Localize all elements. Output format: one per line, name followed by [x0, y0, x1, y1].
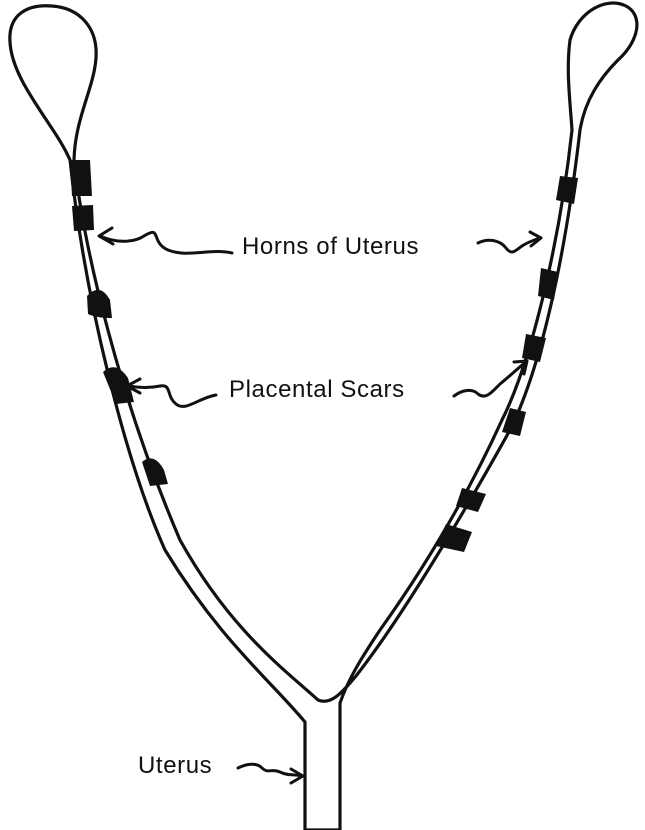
horns-leader-left — [100, 232, 232, 253]
placental-scar — [538, 268, 558, 300]
placental-scar — [556, 176, 578, 204]
horns-of-uterus-label: Horns of Uterus — [242, 233, 419, 261]
placental-scar — [87, 290, 112, 318]
placental-scar — [522, 334, 546, 362]
uterus-outline — [10, 3, 637, 830]
placental-scars-label: Placental Scars — [229, 376, 405, 404]
placental-scar — [72, 205, 94, 231]
scars-leader-left — [128, 386, 216, 407]
placental-scar — [70, 160, 92, 196]
uterus-label: Uterus — [138, 752, 212, 780]
horns-leader-arrowhead-left — [99, 228, 113, 244]
